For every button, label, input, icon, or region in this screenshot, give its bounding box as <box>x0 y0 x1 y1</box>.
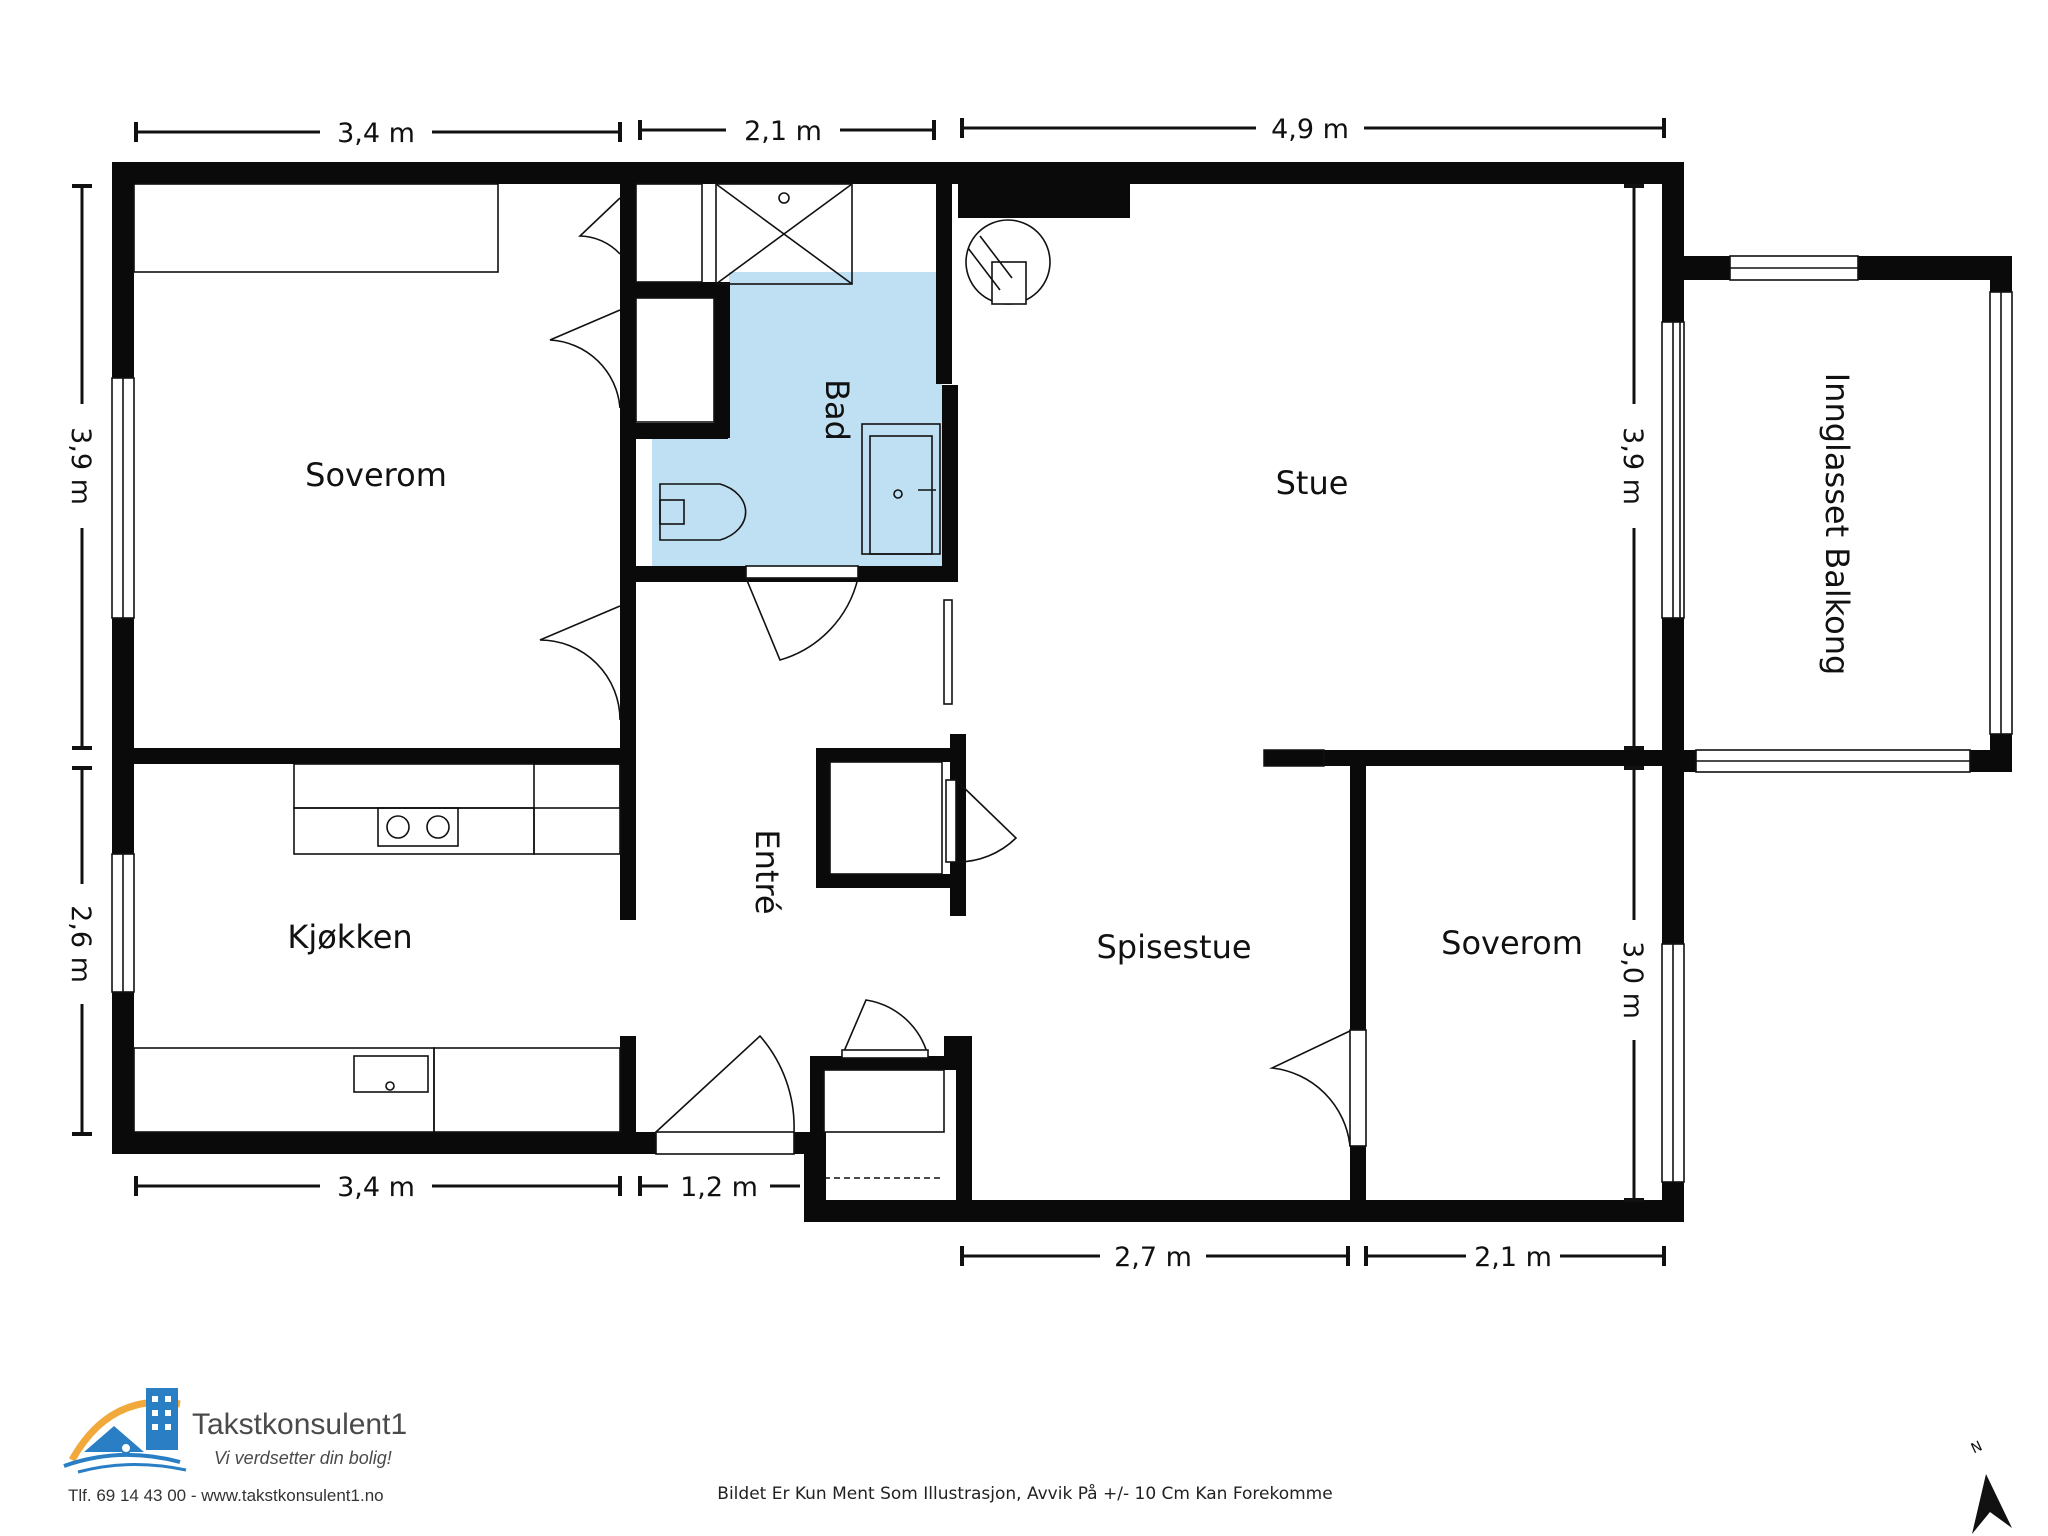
compass-icon: N <box>1969 1438 2012 1534</box>
logo-name: Takstkonsulent1 <box>192 1408 408 1441</box>
room-entre: Entré <box>748 829 786 914</box>
room-balkong: Innglasset Balkong <box>1818 373 1856 676</box>
logo-icon <box>63 1388 187 1474</box>
dim-left-1: 3,9 m <box>65 427 96 505</box>
doors <box>539 197 1367 1155</box>
compass-label: N <box>1969 1438 1985 1457</box>
room-soverom-2: Soverom <box>1441 924 1583 962</box>
interior-walls <box>134 184 1684 1206</box>
room-stue: Stue <box>1276 464 1349 502</box>
dim-bottom-3: 2,7 m <box>1114 1242 1192 1273</box>
dim-bottom-1: 3,4 m <box>337 1172 415 1203</box>
windows <box>111 183 2013 1183</box>
dim-left-2: 2,6 m <box>65 905 96 983</box>
dim-bottom-4: 2,1 m <box>1474 1242 1552 1273</box>
dim-top-1: 3,4 m <box>337 118 415 149</box>
dimension-lines <box>72 118 1666 1266</box>
bathroom-floor <box>652 272 958 566</box>
fixtures <box>133 183 1681 1179</box>
room-kjokken: Kjøkken <box>287 918 412 956</box>
room-spisestue: Spisestue <box>1096 928 1251 966</box>
room-soverom-1: Soverom <box>305 456 447 494</box>
outer-walls <box>112 162 2012 1222</box>
dim-bottom-2: 1,2 m <box>680 1172 758 1203</box>
dim-right-2: 3,0 m <box>1617 941 1648 1019</box>
dim-top-3: 4,9 m <box>1271 114 1349 145</box>
dim-right-1: 3,9 m <box>1617 427 1648 505</box>
dim-top-2: 2,1 m <box>744 116 822 147</box>
disclaimer-text: Bildet Er Kun Ment Som Illustrasjon, Avv… <box>717 1484 1333 1504</box>
logo-contact[interactable]: Tlf. 69 14 43 00 - www.takstkonsulent1.n… <box>68 1486 384 1505</box>
logo-slogan: Vi verdsetter din bolig! <box>214 1448 392 1468</box>
room-bad: Bad <box>818 379 856 441</box>
